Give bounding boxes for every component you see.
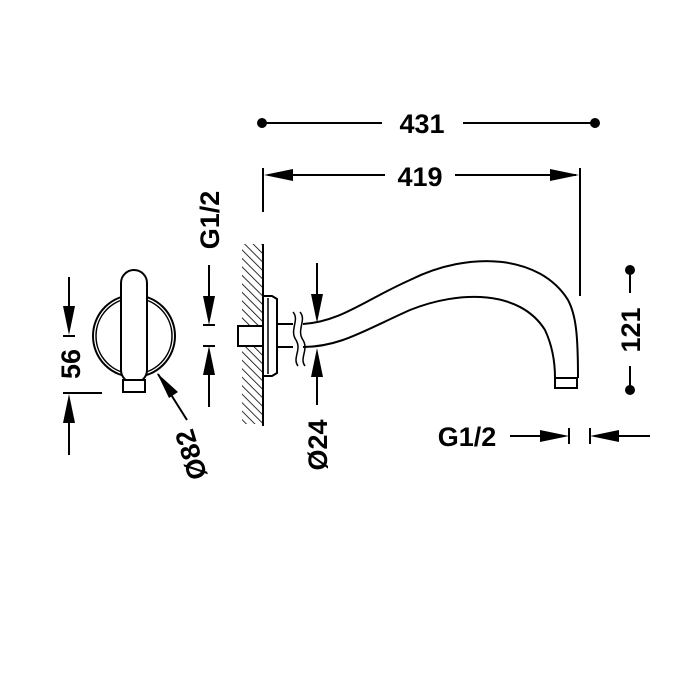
front-view [92,269,176,393]
label-diameter-24: Ø24 [303,419,333,470]
label-outlet-thread: G1/2 [438,422,497,452]
dimension-outlet-thread: G1/2 [438,422,650,452]
dimension-419: 419 [262,162,581,296]
dimension-121: 121 [616,265,646,395]
dimension-56: 56 [56,277,102,455]
label-419: 419 [397,162,442,192]
dimension-diameter-82: Ø82 [157,373,213,483]
label-diameter-82: Ø82 [170,426,214,484]
label-56: 56 [56,349,86,379]
arm-top-edge [302,260,579,379]
label-431: 431 [399,109,444,139]
side-view [237,244,579,426]
dimension-wall-thread: G1/2 [195,191,225,407]
label-121: 121 [616,307,646,352]
dimension-431: 431 [257,109,600,139]
label-wall-thread: G1/2 [195,191,225,250]
arm-bottom-edge [302,295,556,379]
dimension-diameter-24: Ø24 [303,263,333,471]
